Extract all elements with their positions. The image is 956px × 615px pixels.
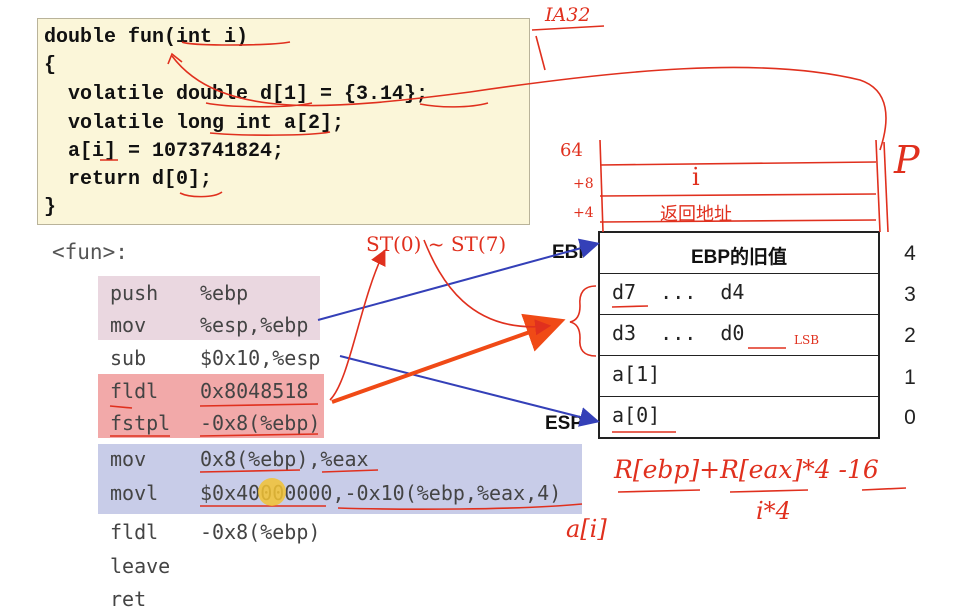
code-line: double fun(int i) [44, 26, 249, 49]
ia32-note: IA32 [545, 4, 591, 26]
asm-op: fstpl [110, 411, 171, 435]
asm-op: sub [110, 346, 147, 370]
formula-underline [861, 487, 907, 491]
fstpl-arrow [331, 313, 566, 404]
asm-underline [337, 503, 583, 510]
ia32-mark [535, 35, 546, 71]
asm-op: fldl [110, 379, 159, 403]
stack-frame: EBP的旧值 d7 ... d4 d3 ... d0 a[1] a[0] [598, 231, 880, 439]
st-curve [423, 239, 552, 336]
source-code-box: double fun(int i) { volatile double d[1]… [37, 18, 530, 225]
stack-index: 0 [904, 406, 916, 429]
code-underline [179, 191, 223, 198]
stack-side-line [875, 139, 881, 233]
asm-arg: -0x8(%ebp) [200, 520, 321, 544]
param-curve [171, 55, 887, 151]
formula-underline [729, 489, 809, 493]
asm-underline [199, 433, 319, 437]
asm-arg: -0x8(%ebp) [200, 411, 321, 435]
function-label: <fun>: [52, 240, 128, 264]
a-i-note: a[i] [566, 515, 607, 543]
esp-arrow [339, 355, 600, 427]
asm-arg: 0x8(%ebp),%eax [200, 447, 369, 471]
param-arrowhead [167, 52, 183, 65]
stack-index: 2 [904, 324, 916, 347]
store-highlight [98, 444, 582, 514]
ebp-arrow [317, 238, 600, 321]
stack-cell-a1: a[1] [600, 356, 878, 397]
stack-index: 4 [904, 242, 916, 265]
asm-underline [321, 469, 379, 473]
asm-underline [109, 405, 133, 409]
code-line: return d[0]; [44, 168, 213, 191]
stack-side-line [599, 139, 604, 233]
code-underline [209, 131, 331, 136]
code-line: volatile long int a[2]; [44, 112, 345, 135]
asm-op: ret [110, 587, 147, 611]
esp-label: ESP [545, 413, 584, 434]
d-bracket [569, 285, 597, 357]
stack-upper-line [599, 219, 877, 223]
p-note: P [894, 138, 920, 182]
address-formula-note: R[ebp]+R[eax]*4 -16 [614, 455, 879, 484]
stack-cell-d-high: d7 ... d4 [600, 274, 878, 315]
asm-arg: %esp,%ebp [200, 313, 309, 337]
stack-upper-line [599, 161, 877, 166]
return-address-note: 返回地址 [660, 204, 732, 225]
code-line: } [44, 196, 57, 219]
ia32-underline [531, 25, 605, 31]
i-times-4-note: i*4 [756, 497, 791, 525]
stack-cell-label: d3 ... d0 [612, 321, 745, 345]
stack-cell-label: a[0] [612, 403, 661, 427]
asm-op: mov [110, 313, 147, 337]
code-underline [419, 102, 489, 108]
offset-plus4-note: +4 [573, 205, 594, 221]
asm-op: push [110, 281, 159, 305]
i-slot-note: i [692, 163, 700, 191]
stack-cell-label: d7 ... d4 [612, 280, 745, 304]
lsb-note: LSB [794, 333, 820, 347]
asm-underline [199, 403, 319, 407]
formula-underline [617, 489, 701, 493]
asm-op: fldl [110, 520, 159, 544]
asm-arg: $0x10,%esp [200, 346, 321, 370]
stack-cell-a0: a[0] [600, 397, 878, 438]
stack-index: 3 [904, 283, 916, 306]
st-up-curve [329, 249, 386, 401]
stack-upper-line [599, 193, 877, 197]
code-underline [205, 102, 313, 108]
offset-64-note: 64 [560, 140, 583, 161]
asm-op: leave [110, 554, 171, 578]
asm-op: movl [110, 481, 159, 505]
stack-underline [611, 305, 649, 308]
st-register-note: ST(0) ~ ST(7) [366, 232, 507, 256]
stack-cell-label: a[1] [612, 362, 661, 386]
asm-op: mov [110, 447, 147, 471]
stack-cell-old-ebp: EBP的旧值 [600, 233, 878, 274]
prologue-highlight [98, 276, 320, 340]
stack-side-line [883, 141, 889, 233]
code-line: { [44, 54, 57, 77]
code-line: a[i] = 1073741824; [44, 140, 285, 163]
asm-underline [199, 469, 301, 473]
cursor-highlight [258, 478, 286, 506]
asm-arg: 0x8048518 [200, 379, 309, 403]
asm-arg: %ebp [200, 281, 249, 305]
code-line: volatile double d[1] = {3.14}; [44, 83, 429, 106]
stack-cell-label: EBP的旧值 [690, 247, 788, 268]
offset-plus8-note: +8 [573, 176, 594, 192]
stack-cell-d-low: d3 ... d0 [600, 315, 878, 356]
stack-index: 1 [904, 366, 916, 389]
code-underline [181, 41, 291, 46]
